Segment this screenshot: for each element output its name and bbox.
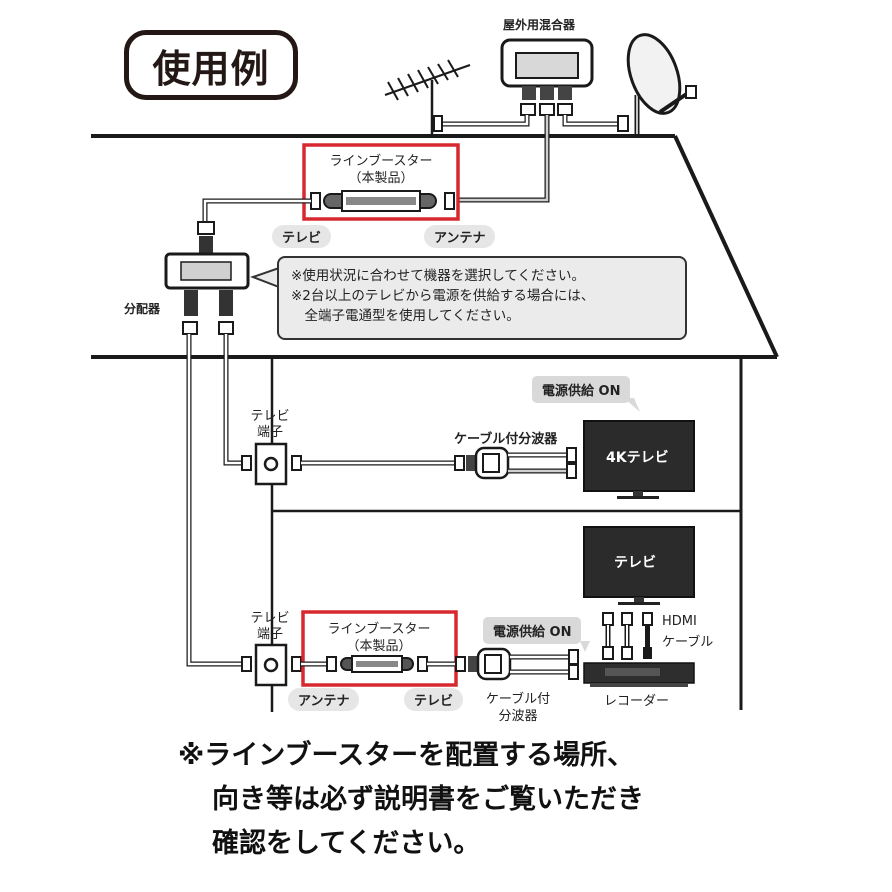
line-booster-bottom-label: ラインブースター	[327, 622, 431, 637]
line-booster-top-icon	[310, 190, 455, 212]
power-supply-on-callout-1: 電源供給 ON	[532, 376, 631, 403]
booster-top-antenna-label: アンテナ	[424, 225, 496, 248]
note-pointer	[250, 266, 280, 289]
recorder-icon	[583, 662, 695, 687]
line-booster-bottom-sublabel: （本製品）	[346, 639, 412, 654]
roof-cables	[438, 115, 618, 203]
dish-connector	[617, 115, 629, 132]
usage-note-line: ※2台以上のテレビから電源を供給する場合には、	[291, 288, 595, 304]
booster-top-tv-label: テレビ	[272, 225, 332, 248]
tv-outlet-2-icon	[241, 643, 302, 687]
roof-slope	[673, 135, 779, 358]
tv-2-label: テレビ	[614, 555, 656, 571]
usage-note-line: 全端子電通型を使用してください。	[291, 308, 520, 324]
cable-separator-1-label: ケーブル付分波器	[454, 432, 558, 447]
usage-note: ※使用状況に合わせて機器を選択してください。 ※2台以上のテレビから電源を供給す…	[277, 256, 687, 340]
line-booster-top-sublabel: （本製品）	[348, 171, 414, 186]
tv-outlet-1-label: テレビ	[250, 409, 290, 424]
cable-separator-2-icon	[468, 647, 579, 681]
usage-note-line: ※使用状況に合わせて機器を選択してください。	[291, 268, 586, 284]
tv-outlet-2-label-2: 端子	[256, 627, 283, 642]
title-badge: 使用例	[124, 30, 298, 100]
hdmi-label: HDMI	[662, 614, 697, 629]
tv-outlet-1-icon	[241, 442, 302, 486]
tv-outlet-2-label: テレビ	[250, 611, 290, 626]
outdoor-mixer-icon	[500, 38, 594, 116]
footer-line: 向き等は必ず説明書をご覧いただき	[212, 784, 644, 815]
power-supply-on-callout-2: 電源供給 ON	[483, 617, 582, 644]
splitter-icon	[164, 221, 250, 335]
footer-line: 確認をしてください。	[212, 828, 481, 859]
booster-highlight-bottom	[301, 610, 458, 687]
tv-4k-icon	[583, 420, 695, 499]
house-outline	[91, 134, 779, 712]
page-title: 使用例	[152, 46, 270, 91]
callout-2-pointer	[580, 641, 590, 652]
satellite-dish-icon	[626, 33, 697, 134]
hdmi-cable-icon	[642, 612, 653, 659]
recorder-label: レコーダー	[604, 694, 670, 709]
outdoor-mixer-label: 屋外用混合器	[503, 18, 576, 32]
splitter-output-cables	[186, 334, 242, 667]
tv-2-icon	[583, 526, 695, 605]
tv-recorder-cables	[602, 612, 633, 660]
cable-separator-2-label-2: 分波器	[498, 709, 538, 724]
antenna-connector	[433, 115, 443, 132]
booster-highlight-top	[302, 143, 460, 221]
line-booster-top-label: ラインブースター	[329, 154, 433, 169]
footer-line: ※ラインブースターを配置する場所、	[178, 740, 635, 771]
uhf-antenna-icon	[384, 59, 471, 134]
splitter-label: 分配器	[124, 302, 161, 316]
tv-outlet-1-label-2: 端子	[256, 425, 283, 440]
tv-4k-label: 4Kテレビ	[606, 450, 669, 466]
cable-separator-1-icon	[454, 446, 577, 480]
footer-note: ※ラインブースターを配置する場所、 向き等は必ず説明書をご覧いただき 確認をして…	[178, 734, 644, 866]
cable-separator-2-label: ケーブル付	[485, 692, 551, 707]
booster-bottom-antenna-label: アンテナ	[288, 688, 360, 711]
cable-booster-to-splitter	[202, 198, 311, 222]
booster-bottom-tv-label: テレビ	[404, 688, 464, 711]
line-booster-bottom-icon	[301, 655, 466, 673]
hdmi-label-2: ケーブル	[662, 635, 714, 650]
